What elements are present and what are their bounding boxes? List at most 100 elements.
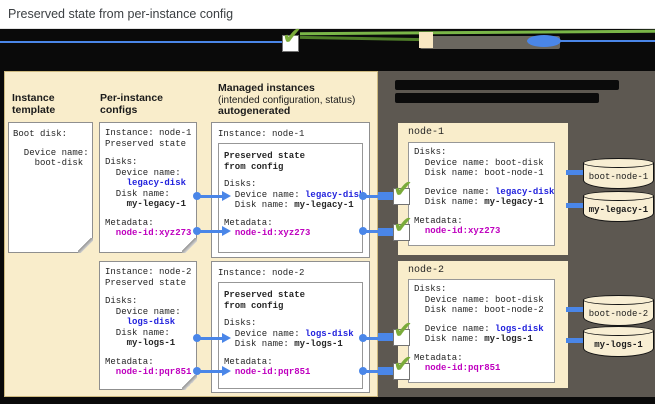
metadata-label: Metadata: bbox=[105, 217, 154, 228]
vm-card-node-1: node-1 Disks: Device name: boot-disk Dis… bbox=[398, 123, 568, 255]
boot-disk-line: Disk name: boot-node-2 bbox=[414, 305, 544, 315]
checkmark-icon: ✔ bbox=[393, 316, 414, 344]
header-line: template bbox=[12, 103, 56, 116]
config-arrow-head-icon bbox=[222, 226, 231, 236]
cylinder-top bbox=[583, 191, 654, 201]
legend-blue-line-right bbox=[560, 40, 655, 42]
config-arrow-line bbox=[199, 370, 223, 373]
disk-attach-line bbox=[566, 307, 584, 312]
instance-line: Instance: node-2 bbox=[105, 267, 192, 277]
reference-stub bbox=[378, 228, 396, 236]
metadata-line: node-id:xyz273 bbox=[234, 228, 311, 238]
device-name-line: Device name: logs-disk bbox=[224, 328, 354, 339]
config-arrow-head-icon bbox=[222, 333, 231, 343]
metadata-label: Metadata: bbox=[224, 217, 273, 228]
legend-gray-bar bbox=[420, 36, 560, 49]
disk-cylinder-icon: boot-node-2 bbox=[583, 295, 654, 326]
preserved-state-box: Preserved state from config Disks: Devic… bbox=[218, 143, 365, 253]
disks-label: Disks: bbox=[414, 147, 447, 157]
device-name-line: Device name: legacy-disk bbox=[414, 186, 555, 197]
disk-label: boot-node-2 bbox=[588, 309, 649, 319]
preserved-state-line: Preserved state bbox=[224, 151, 306, 161]
reference-line bbox=[365, 370, 380, 373]
disk-attach-line bbox=[566, 203, 584, 208]
device-name-value: legacy-disk bbox=[105, 178, 187, 188]
checkmark-icon: ✔ bbox=[282, 22, 303, 50]
config-arrow-head-icon bbox=[222, 366, 231, 376]
instance-template-card: Boot disk: Device name: boot-disk bbox=[8, 122, 93, 253]
column-header-managed-instances: Managed instances (intended configuratio… bbox=[218, 82, 355, 118]
legend-green-arrow-icon bbox=[299, 29, 655, 36]
disk-label: my-legacy-1 bbox=[588, 205, 649, 215]
config-arrow-dot bbox=[193, 367, 201, 375]
config-arrow-dot bbox=[193, 192, 201, 200]
reference-stub bbox=[378, 367, 396, 375]
cylinder-top bbox=[583, 158, 654, 168]
header-line: Instance bbox=[12, 92, 55, 104]
device-name-line: Device name: legacy-disk bbox=[224, 189, 365, 200]
vm-disks-box: Disks: Device name: boot-disk Disk name:… bbox=[408, 142, 555, 246]
disks-label: Disks: bbox=[224, 179, 257, 189]
preserved-state-line: from config bbox=[224, 300, 284, 311]
reference-line bbox=[365, 195, 380, 198]
disk-label: boot-node-1 bbox=[588, 172, 649, 182]
disk-cylinder-icon: my-legacy-1 bbox=[583, 191, 654, 222]
device-name-line: Device name: logs-disk bbox=[414, 323, 544, 334]
vm-card-node-2: node-2 Disks: Device name: boot-disk Dis… bbox=[398, 261, 568, 388]
metadata-value: node-id:xyz273 bbox=[105, 228, 192, 238]
device-name-label: Device name: bbox=[105, 167, 181, 178]
disk-name-line: Disk name: my-logs-1 bbox=[414, 334, 533, 344]
reference-stub bbox=[378, 333, 396, 341]
disks-label: Disks: bbox=[224, 318, 257, 328]
boot-device-line: Device name: boot-disk bbox=[414, 294, 544, 305]
reference-dot bbox=[359, 227, 367, 235]
disks-label: Disks: bbox=[414, 284, 447, 294]
disks-label: Disks: bbox=[105, 157, 138, 167]
applied-checkbox: ✔ bbox=[393, 177, 413, 205]
cylinder-top bbox=[583, 295, 654, 305]
device-name-label: Device name: bbox=[105, 306, 181, 317]
instance-line: Instance: node-1 bbox=[105, 128, 192, 138]
reference-stub bbox=[378, 192, 396, 200]
managed-instance-card-node-1: Instance: node-1 Preserved state from co… bbox=[211, 122, 370, 258]
disk-cylinder-icon: my-logs-1 bbox=[583, 326, 654, 357]
checkmark-icon: ✔ bbox=[393, 175, 414, 203]
legend-blue-line-left bbox=[0, 41, 282, 43]
disk-attach-line bbox=[566, 338, 584, 343]
instance-line: Instance: node-2 bbox=[218, 268, 305, 278]
preserved-state-line: Preserved state bbox=[105, 277, 187, 288]
disk-name-label: Disk name: bbox=[105, 327, 170, 338]
header-line: Managed instances bbox=[218, 82, 315, 94]
config-arrow-dot bbox=[193, 227, 201, 235]
applied-checkbox: ✔ bbox=[393, 352, 413, 380]
device-name-value: logs-disk bbox=[105, 317, 176, 327]
metadata-label: Metadata: bbox=[414, 215, 463, 226]
applied-checkbox: ✔ bbox=[393, 213, 413, 241]
folded-corner-icon bbox=[182, 238, 197, 253]
boot-device-line: Device name: boot-disk bbox=[414, 157, 544, 168]
metadata-line: node-id:xyz273 bbox=[424, 226, 501, 236]
legend-tan-swatch-icon bbox=[419, 32, 433, 48]
config-arrow-head-icon bbox=[222, 191, 231, 201]
per-instance-card-node-1: Instance: node-1 Preserved state Disks: … bbox=[99, 122, 197, 253]
preserved-state-box: Preserved state from config Disks: Devic… bbox=[218, 282, 363, 389]
config-arrow-line bbox=[199, 230, 223, 233]
legend-green-arrow-tail-icon bbox=[299, 35, 423, 42]
checkmark-icon: ✔ bbox=[393, 350, 414, 378]
disk-name-line: Disk name: my-logs-1 bbox=[224, 339, 343, 349]
reference-dot bbox=[359, 192, 367, 200]
title-bar: Preserved state from per-instance config bbox=[0, 0, 655, 29]
disk-attach-line bbox=[566, 170, 584, 175]
config-arrow-line bbox=[199, 195, 223, 198]
header-line: autogenerated bbox=[218, 105, 291, 117]
config-arrow-line bbox=[199, 337, 223, 340]
metadata-label: Metadata: bbox=[414, 352, 463, 363]
disk-label: my-logs-1 bbox=[594, 340, 643, 350]
reference-dot bbox=[359, 334, 367, 342]
reference-line bbox=[365, 230, 380, 233]
device-name-value: boot-disk bbox=[13, 158, 84, 168]
preserved-state-line: Preserved state bbox=[105, 138, 187, 149]
folded-corner-icon bbox=[182, 375, 197, 390]
boot-disk-line: Boot disk: bbox=[13, 129, 68, 139]
